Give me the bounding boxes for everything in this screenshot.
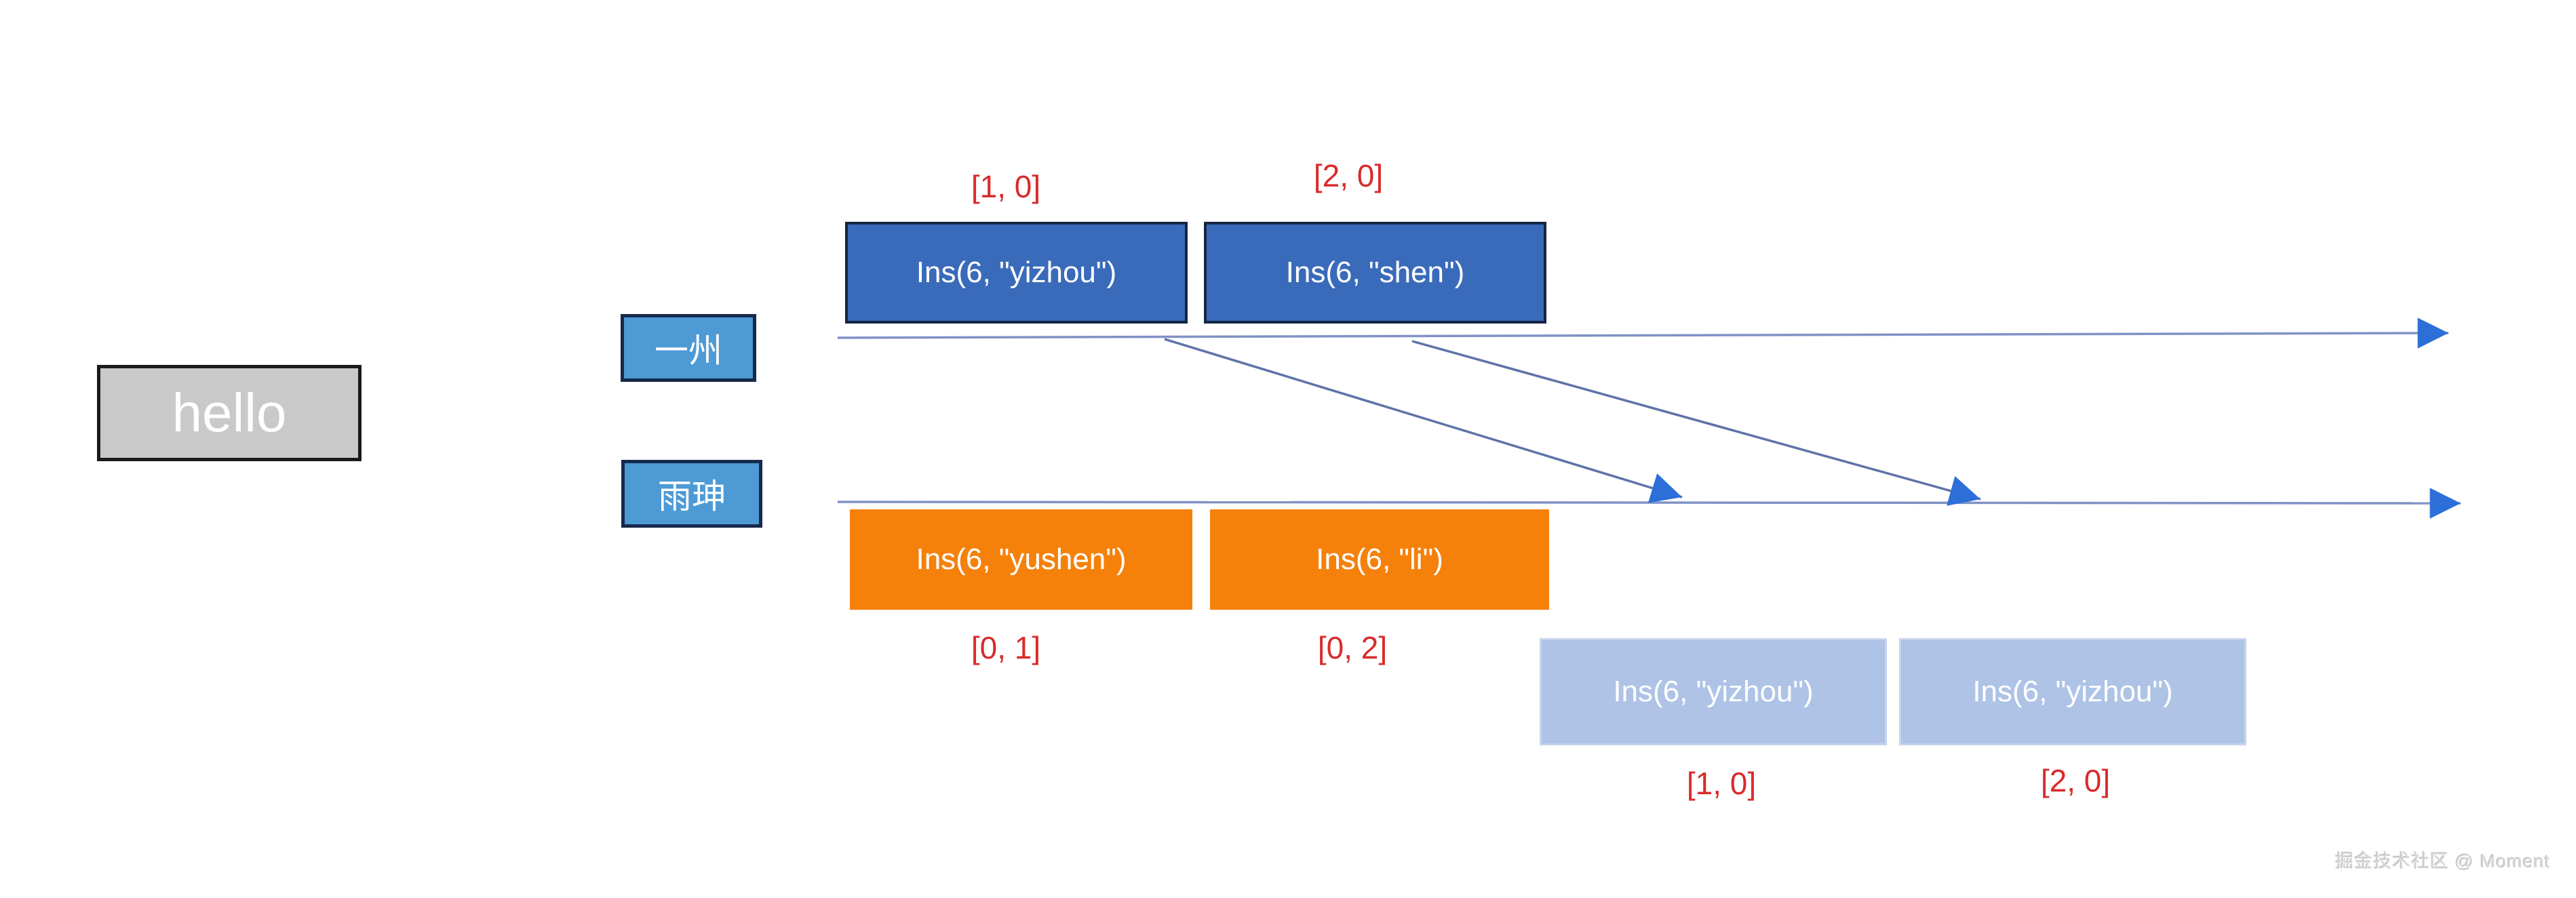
state-vector-b2: [0, 2] [1317,630,1388,665]
op-box-b2: Ins(6, "li") [1210,509,1549,610]
op-label-received-2: Ins(6, "yizhou") [1972,675,2173,708]
site-a-timeline-arrow [837,317,2449,349]
user-a-label-box: 一州 [621,314,756,382]
state-vector-b1: [0, 1] [971,630,1041,665]
op-box-b1: Ins(6, "yushen") [850,509,1192,610]
initial-document-box: hello [97,365,362,461]
site-b-timeline-arrow [837,488,2461,519]
op-label-b2: Ins(6, "li") [1316,543,1443,576]
op-box-received-2: Ins(6, "yizhou") [1899,638,2246,745]
state-vector-received-2: [2, 0] [2040,763,2111,798]
user-a-name: 一州 [655,332,722,370]
state-vector-received-1: [1, 0] [1686,766,1757,801]
op-transfer-arrow-1 [1164,338,1683,503]
op-box-received-1: Ins(6, "yizhou") [1540,638,1887,745]
user-b-name: 雨珅 [658,477,726,515]
op-label-received-1: Ins(6, "yizhou") [1613,675,1814,708]
state-vector-a1: [1, 0] [971,169,1041,204]
watermark-text: 掘金技术社区 @ Moment [2335,851,2550,872]
state-vector-a2: [2, 0] [1313,158,1384,193]
op-box-a1: Ins(6, "yizhou") [845,222,1188,324]
op-transfer-arrow-2 [1411,340,1981,506]
op-box-a2: Ins(6, "shen") [1204,222,1546,324]
op-label-a1: Ins(6, "yizhou") [916,256,1117,289]
op-label-a2: Ins(6, "shen") [1285,256,1465,289]
initial-document-text: hello [172,383,287,443]
op-label-b1: Ins(6, "yushen") [916,543,1127,576]
user-b-label-box: 雨珅 [621,460,762,528]
